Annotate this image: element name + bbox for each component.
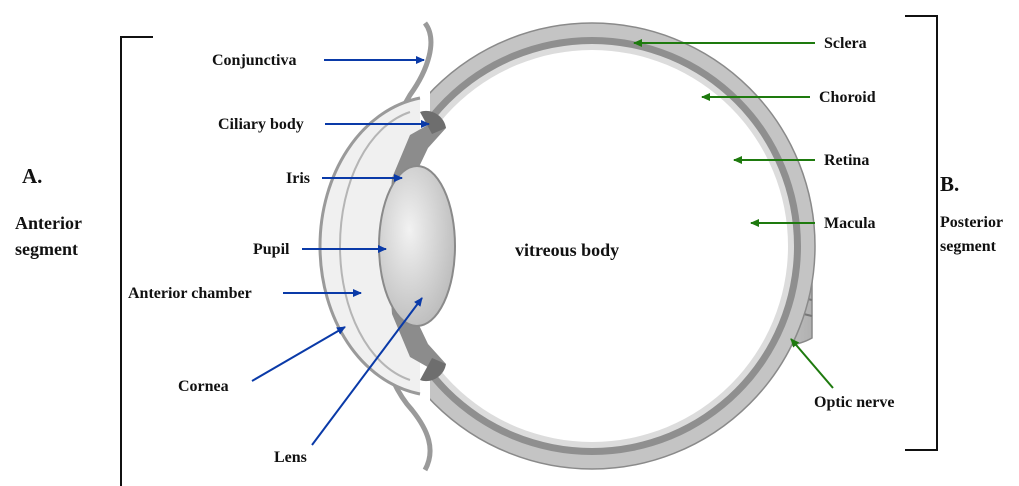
anterior-bracket [121,37,153,486]
iris-label: Iris [286,170,310,187]
sclera-label: Sclera [824,35,867,52]
macula-label: Macula [824,215,876,232]
pupil-label: Pupil [253,241,290,258]
posterior-line1: Posterior [940,214,1003,231]
optic-nerve-label: Optic nerve [814,394,894,411]
lens-label: Lens [274,449,307,466]
lens-shape [379,166,455,326]
optic-nerve-arrow [791,339,833,388]
conjunctiva-label: Conjunctiva [212,52,296,69]
posterior-bracket [905,16,937,450]
cornea-arrow [252,327,345,381]
vitreous-body-label: vitreous body [515,240,619,260]
cornea-label: Cornea [178,378,229,395]
anterior-line1: Anterior [15,213,82,233]
anterior-line2: segment [15,239,78,259]
posterior-letter: B. [940,172,959,196]
anterior-chamber-label: Anterior chamber [128,285,252,302]
ciliary-body-label: Ciliary body [218,116,304,133]
posterior-line2: segment [940,238,997,255]
choroid-label: Choroid [819,89,876,106]
anterior-letter: A. [22,164,42,188]
retina-label: Retina [824,152,869,169]
